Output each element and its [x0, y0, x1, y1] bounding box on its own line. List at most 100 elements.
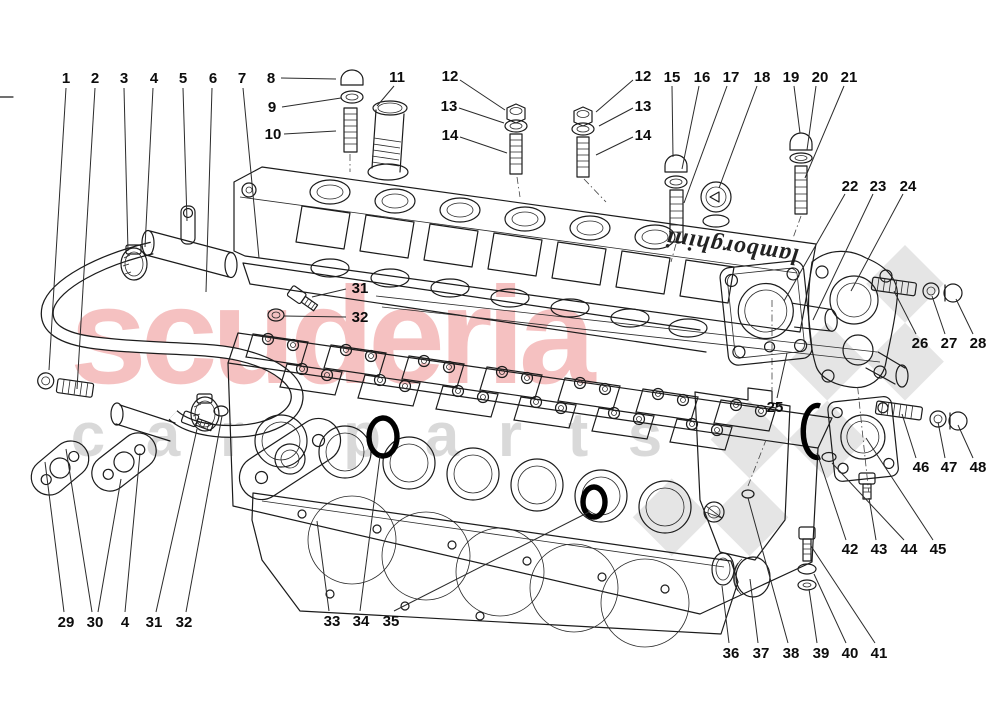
leader-line-12	[459, 79, 506, 111]
leader-line-41	[810, 545, 876, 644]
callout-label-17: 17	[723, 69, 740, 86]
callout-label-4: 4	[121, 614, 130, 631]
leader-line-20	[806, 85, 817, 151]
fastener-set-8-9-10	[340, 69, 364, 172]
fastener-set-46-47-48	[874, 400, 968, 431]
callout-label-10: 10	[265, 126, 282, 143]
watermark-letter: p	[343, 401, 381, 470]
flange-oring	[800, 402, 821, 461]
leader-line-2	[76, 87, 96, 390]
callout-label-36: 36	[723, 645, 740, 662]
leader-line-3	[123, 87, 129, 252]
thermostat-housing	[807, 250, 909, 389]
seal-oring-1	[366, 415, 400, 459]
washer-13b	[571, 122, 595, 136]
callout-label-42: 42	[842, 541, 859, 558]
callout-label-47: 47	[941, 459, 958, 476]
leader-line-1	[48, 87, 67, 371]
callout-label-33: 33	[324, 613, 341, 630]
leader-line-32	[283, 315, 347, 318]
callout-label-34: 34	[353, 613, 370, 630]
leader-line-9	[281, 97, 342, 108]
leader-line-31	[155, 428, 198, 613]
callout-label-38: 38	[783, 645, 800, 662]
leader-line-6	[205, 87, 213, 293]
leader-line-10	[283, 130, 337, 135]
cover-gasket	[242, 258, 881, 363]
leader-line-39	[808, 588, 818, 644]
leader-line-35	[393, 511, 590, 612]
leader-line-22	[783, 193, 846, 302]
callout-label-7: 7	[238, 70, 246, 87]
callout-label-4: 4	[150, 70, 159, 87]
leader-line-14	[595, 136, 634, 156]
leader-line-23	[812, 193, 874, 321]
stud-bottom-left	[37, 372, 95, 398]
stud-14a	[509, 133, 523, 175]
leader-line-27	[931, 295, 946, 335]
callout-label-1: 1	[62, 70, 70, 87]
hose-clamp-upper	[120, 244, 148, 281]
watermark-letter: s	[628, 401, 662, 470]
callout-label-24: 24	[900, 178, 917, 195]
nut-12a	[506, 103, 526, 124]
watermark-letter: a	[425, 401, 460, 470]
leader-line-18	[718, 85, 758, 189]
leader-line-42	[816, 452, 847, 541]
stud-10	[343, 107, 358, 153]
washer-9	[340, 90, 364, 104]
leader-line-26	[893, 290, 917, 335]
leader-line-47	[937, 421, 946, 459]
callout-label-37: 37	[753, 645, 770, 662]
watermark-brand-text: scuderia	[70, 259, 597, 413]
acorn-nut-8	[340, 69, 364, 86]
fastener-set-15-16-17	[664, 154, 688, 263]
leader-line-46	[901, 413, 917, 459]
leader-line-38	[747, 497, 789, 644]
callout-label-15: 15	[664, 69, 681, 86]
callout-label-13: 13	[635, 98, 652, 115]
callout-label-13: 13	[441, 98, 458, 115]
callout-label-35: 35	[383, 613, 400, 630]
leader-line-11	[376, 85, 395, 107]
cover-ports	[309, 179, 676, 250]
stud-17	[669, 189, 684, 243]
callout-label-26: 26	[912, 335, 929, 352]
callout-label-23: 23	[870, 178, 887, 195]
leader-line-32	[185, 415, 223, 613]
flange-gasket-small-2	[91, 432, 157, 492]
callout-label-28: 28	[970, 335, 987, 352]
leader-line-5	[182, 87, 188, 222]
valve-bores	[254, 414, 692, 534]
callout-label-12: 12	[442, 68, 459, 85]
leader-line-7	[242, 87, 260, 259]
callout-label-32: 32	[176, 614, 193, 631]
callout-label-31: 31	[146, 614, 163, 631]
callout-label-31: 31	[352, 280, 369, 297]
fastener-set-12-13-14-b	[571, 106, 607, 203]
washer-bottom	[213, 405, 229, 417]
callout-label-8: 8	[267, 70, 275, 87]
leader-line-43	[868, 497, 877, 541]
callout-label-3: 3	[120, 70, 128, 87]
leader-line-44	[831, 462, 905, 541]
callout-label-20: 20	[812, 69, 829, 86]
leader-line-14	[459, 136, 508, 154]
breather-neck	[367, 100, 409, 181]
flange-bolt-nut	[821, 451, 876, 500]
callout-label-14: 14	[442, 127, 459, 144]
seal-oring-2	[580, 484, 608, 520]
callout-label-9: 9	[268, 99, 276, 116]
callout-label-6: 6	[209, 70, 217, 87]
watermark-letter: c	[71, 401, 105, 470]
leader-line-48	[957, 424, 974, 459]
cap-nut-28	[943, 283, 963, 303]
callout-label-18: 18	[754, 69, 771, 86]
callout-label-44: 44	[901, 541, 918, 558]
callout-label-27: 27	[941, 335, 958, 352]
leader-line-21	[804, 85, 845, 179]
